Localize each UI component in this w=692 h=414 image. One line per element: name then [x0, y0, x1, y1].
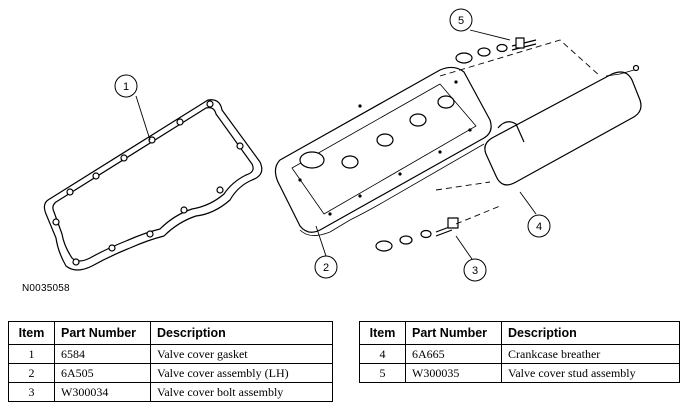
callout-1: 1 [114, 74, 138, 98]
table-header-row: Item Part Number Description [359, 321, 680, 345]
table-row: 4 6A665 Crankcase breather [359, 344, 680, 364]
crankcase-breather-drawing [484, 64, 642, 186]
figure-id-label: N0035058 [22, 283, 70, 294]
description-cell: Valve cover gasket [150, 344, 333, 364]
valve-cover-bolt-drawing [375, 217, 459, 252]
svg-text:4: 4 [536, 221, 542, 233]
parts-table-left: Item Part Number Description 1 6584 Valv… [8, 321, 333, 402]
description-cell: Crankcase breather [501, 344, 680, 364]
valve-cover-gasket-drawing [43, 99, 263, 271]
part-number-cell: W300035 [405, 363, 502, 383]
item-cell: 4 [359, 344, 406, 364]
column-header-part-number: Part Number [405, 321, 502, 345]
part-number-cell: 6A505 [54, 363, 151, 383]
description-cell: Valve cover stud assembly [501, 363, 680, 383]
alignment-lines [435, 39, 601, 225]
part-number-cell: W300034 [54, 382, 151, 402]
item-cell: 5 [359, 363, 406, 383]
column-header-description: Description [150, 321, 333, 345]
svg-text:5: 5 [458, 15, 464, 27]
svg-text:3: 3 [472, 265, 478, 277]
item-cell: 3 [8, 382, 55, 402]
table-row: 3 W300034 Valve cover bolt assembly [8, 382, 333, 402]
callout-4: 4 [527, 214, 551, 238]
column-header-description: Description [501, 321, 680, 345]
svg-text:1: 1 [123, 81, 129, 93]
table-header-row: Item Part Number Description [8, 321, 333, 345]
table-row: 1 6584 Valve cover gasket [8, 344, 333, 364]
part-number-cell: 6A665 [405, 344, 502, 364]
callout-3: 3 [463, 258, 487, 282]
column-header-item: Item [359, 321, 406, 345]
valve-cover-assembly-drawing [274, 66, 492, 236]
svg-text:2: 2 [323, 262, 329, 274]
callout-5: 5 [449, 8, 473, 32]
table-row: 2 6A505 Valve cover assembly (LH) [8, 363, 333, 383]
column-header-part-number: Part Number [54, 321, 151, 345]
item-cell: 1 [8, 344, 55, 364]
table-row: 5 W300035 Valve cover stud assembly [359, 363, 680, 383]
parts-table-right: Item Part Number Description 4 6A665 Cra… [359, 321, 680, 383]
part-number-cell: 6584 [54, 344, 151, 364]
leader-lines [135, 29, 537, 263]
exploded-view-illustration: 1 2 3 4 5 [43, 8, 642, 282]
callout-2: 2 [314, 255, 338, 279]
item-cell: 2 [8, 363, 55, 383]
column-header-item: Item [8, 321, 55, 345]
description-cell: Valve cover bolt assembly [150, 382, 333, 402]
valve-cover-stud-drawing [455, 37, 537, 64]
description-cell: Valve cover assembly (LH) [150, 363, 333, 383]
